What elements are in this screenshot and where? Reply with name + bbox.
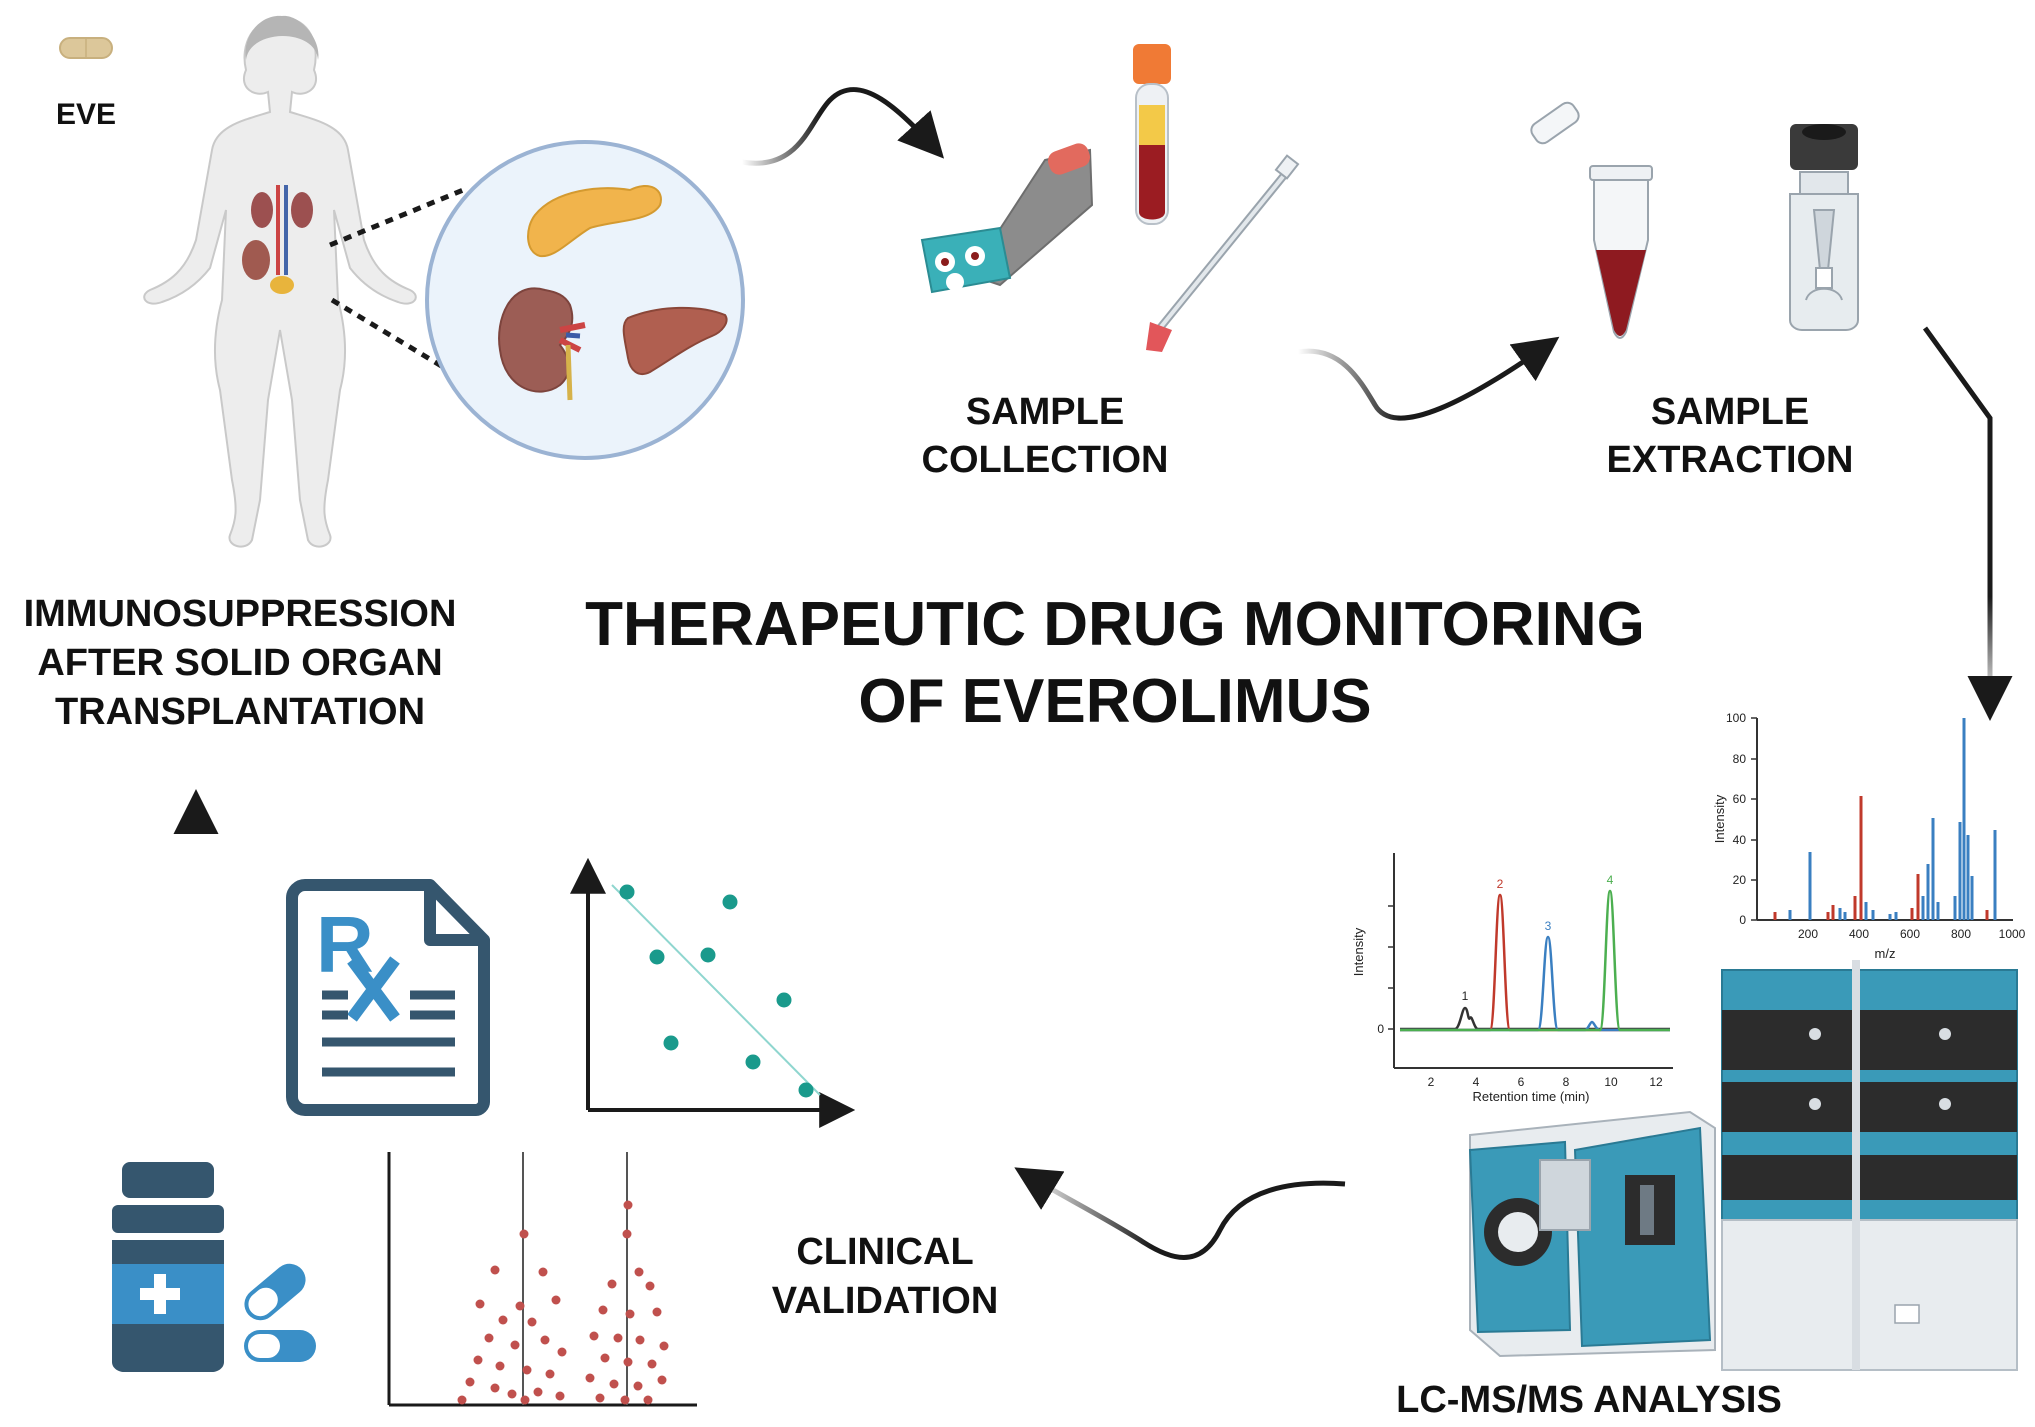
- ms-x-ticks: 200 400 600 800 1000: [1798, 927, 2026, 941]
- eve-label: EVE: [56, 98, 116, 131]
- ms-y-ticks: 0 20 40 60 80 100: [1726, 711, 1757, 927]
- chrom-y-axis-label: Intensity: [1351, 927, 1366, 976]
- blood-tube-icon: [1133, 44, 1171, 225]
- chrom-x-ticks: 2 4 6 8 10 12: [1428, 1075, 1663, 1089]
- autosampler-vial-icon: [1789, 124, 1859, 331]
- prescription-document-icon: R: [286, 879, 490, 1116]
- arrow-to-validation: [1014, 1167, 1346, 1260]
- ms-y-tick-label: 40: [1733, 833, 1747, 847]
- extraction-label-line-1: SAMPLE: [1651, 391, 1809, 433]
- collection-label-line-1: SAMPLE: [966, 391, 1124, 433]
- arrow-to-analysis: [1922, 326, 2013, 721]
- ms-peaks: [1773, 718, 1997, 920]
- chrom-y-tick-label: 0: [1377, 1022, 1384, 1036]
- chrom-x-axis-label: Retention time (min): [1472, 1089, 1589, 1104]
- extraction-label-line-2: EXTRACTION: [1607, 439, 1854, 481]
- microsampler-icon: [1146, 154, 1300, 352]
- liver-icon: [622, 306, 728, 376]
- ms-y-tick-label: 20: [1733, 873, 1747, 887]
- ms-unit: [1468, 1110, 1716, 1358]
- collection-label: SAMPLE COLLECTION: [922, 391, 1169, 481]
- arrow-to-collection: [741, 87, 945, 166]
- chrom-trace-3: [1400, 935, 1670, 1032]
- chrom-traces: [1400, 889, 1670, 1032]
- title-line-2: OF EVEROLIMUS: [858, 667, 1371, 736]
- chrom-y-ticks: 0: [1377, 905, 1394, 1036]
- chrom-trace-2: [1400, 893, 1670, 1032]
- chrom-x-tick-label: 4: [1473, 1075, 1480, 1089]
- chromatogram-plot: 0 2 4 6 8 10 12 Retention time (min) Int…: [1351, 853, 1673, 1104]
- eve-pill: EVE: [56, 37, 116, 131]
- title-line-1: THERAPEUTIC DRUG MONITORING: [585, 590, 1645, 659]
- dashed-connector: [329, 185, 469, 248]
- ms-x-axis-label: m/z: [1875, 946, 1896, 961]
- immunosuppression-label: IMMUNOSUPPRESSION AFTER SOLID ORGAN TRAN…: [24, 593, 457, 733]
- validation-label-line-2: VALIDATION: [772, 1280, 999, 1322]
- arrow-to-extraction: [1297, 336, 1560, 421]
- extraction-devices: [1530, 101, 1859, 339]
- chrom-trace-1: [1400, 1006, 1670, 1031]
- chrom-x-tick-label: 10: [1604, 1075, 1618, 1089]
- capsules-icon: [244, 1263, 316, 1362]
- peak-label-1: 1: [1462, 989, 1469, 1003]
- extraction-label: SAMPLE EXTRACTION: [1607, 391, 1854, 481]
- peak-label-3: 3: [1545, 919, 1552, 933]
- peak-label-4: 4: [1607, 873, 1614, 887]
- dot-distribution-icon: [387, 1152, 697, 1407]
- validation-label-line-1: CLINICAL: [796, 1231, 973, 1273]
- ms-x-tick-label: 600: [1900, 927, 1920, 941]
- chrom-x-tick-label: 2: [1428, 1075, 1435, 1089]
- dashed-connector: [330, 297, 450, 373]
- human-body-icon: [143, 15, 417, 548]
- ms-x-tick-label: 800: [1951, 927, 1971, 941]
- chrom-peak-labels: 1 2 3 4: [1462, 873, 1614, 1003]
- immuno-label-line-2: AFTER SOLID ORGAN: [37, 642, 442, 684]
- lc-ms-instrument-icon: [1468, 960, 2018, 1371]
- ms-y-tick-label: 80: [1733, 752, 1747, 766]
- lc-stack: [1721, 960, 2018, 1371]
- dried-blood-spot-card-icon: [920, 143, 1094, 294]
- ms-x-tick-label: 400: [1849, 927, 1869, 941]
- microtube-icon: [1530, 101, 1653, 339]
- ms-y-tick-label: 60: [1733, 792, 1747, 806]
- immuno-label-line-1: IMMUNOSUPPRESSION: [24, 593, 457, 635]
- chrom-x-tick-label: 12: [1649, 1075, 1663, 1089]
- chrom-trace-4: [1400, 889, 1670, 1032]
- chrom-x-tick-label: 8: [1563, 1075, 1570, 1089]
- peak-label-2: 2: [1497, 877, 1504, 891]
- chrom-x-tick-label: 6: [1518, 1075, 1525, 1089]
- ms-x-tick-label: 200: [1798, 927, 1818, 941]
- main-title: THERAPEUTIC DRUG MONITORING OF EVEROLIMU…: [585, 590, 1645, 736]
- transplant-organs-circle: [425, 140, 745, 460]
- scatter-regression-icon: [570, 857, 856, 1128]
- analysis-label: LC-MS/MS ANALYSIS: [1396, 1379, 1782, 1421]
- ms-y-tick-label: 0: [1739, 913, 1746, 927]
- kidney-icon: [498, 287, 574, 393]
- collection-label-line-2: COLLECTION: [922, 439, 1169, 481]
- pancreas-icon: [527, 185, 662, 258]
- mass-spectrum-plot: 0 20 40 60 80 100 200 400 600 800 1000 m…: [1712, 711, 2026, 961]
- collection-devices: [920, 44, 1300, 352]
- ms-y-tick-label: 100: [1726, 711, 1746, 725]
- validation-label: CLINICAL VALIDATION: [772, 1231, 999, 1322]
- ms-y-axis-label: Intensity: [1712, 794, 1727, 843]
- immuno-label-line-3: TRANSPLANTATION: [55, 691, 425, 733]
- medication-bottle-icon: [112, 1162, 224, 1372]
- ms-x-tick-label: 1000: [1999, 927, 2026, 941]
